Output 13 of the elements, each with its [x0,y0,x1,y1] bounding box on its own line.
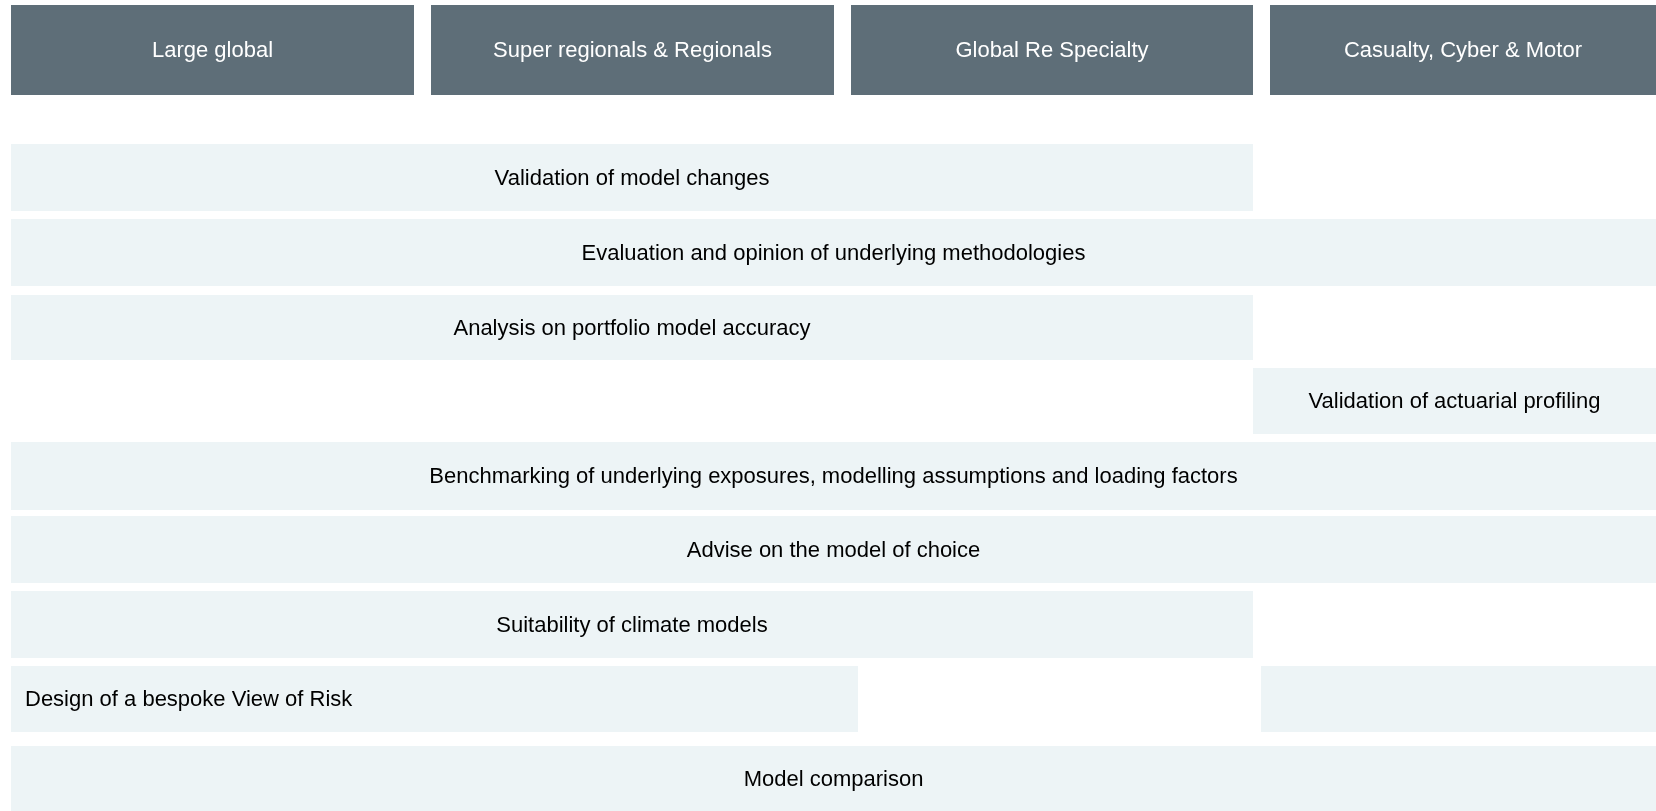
service-bar: Analysis on portfolio model accuracy [11,295,1253,360]
service-bar: Suitability of climate models [11,591,1253,658]
column-header: Super regionals & Regionals [431,5,834,95]
column-header: Casualty, Cyber & Motor [1270,5,1656,95]
column-header: Large global [11,5,414,95]
service-bar: Evaluation and opinion of underlying methodologies [11,219,1656,286]
column-header: Global Re Specialty [851,5,1253,95]
service-bar: Validation of model changes [11,144,1253,211]
service-bar: Validation of actuarial profiling [1253,368,1656,434]
service-bar: Benchmarking of underlying exposures, modelling assumptions and loading factors [11,442,1656,510]
service-bar: Design of a bespoke View of Risk [11,666,858,732]
service-bar: Model comparison [11,746,1656,811]
service-bar: Advise on the model of choice [11,516,1656,583]
